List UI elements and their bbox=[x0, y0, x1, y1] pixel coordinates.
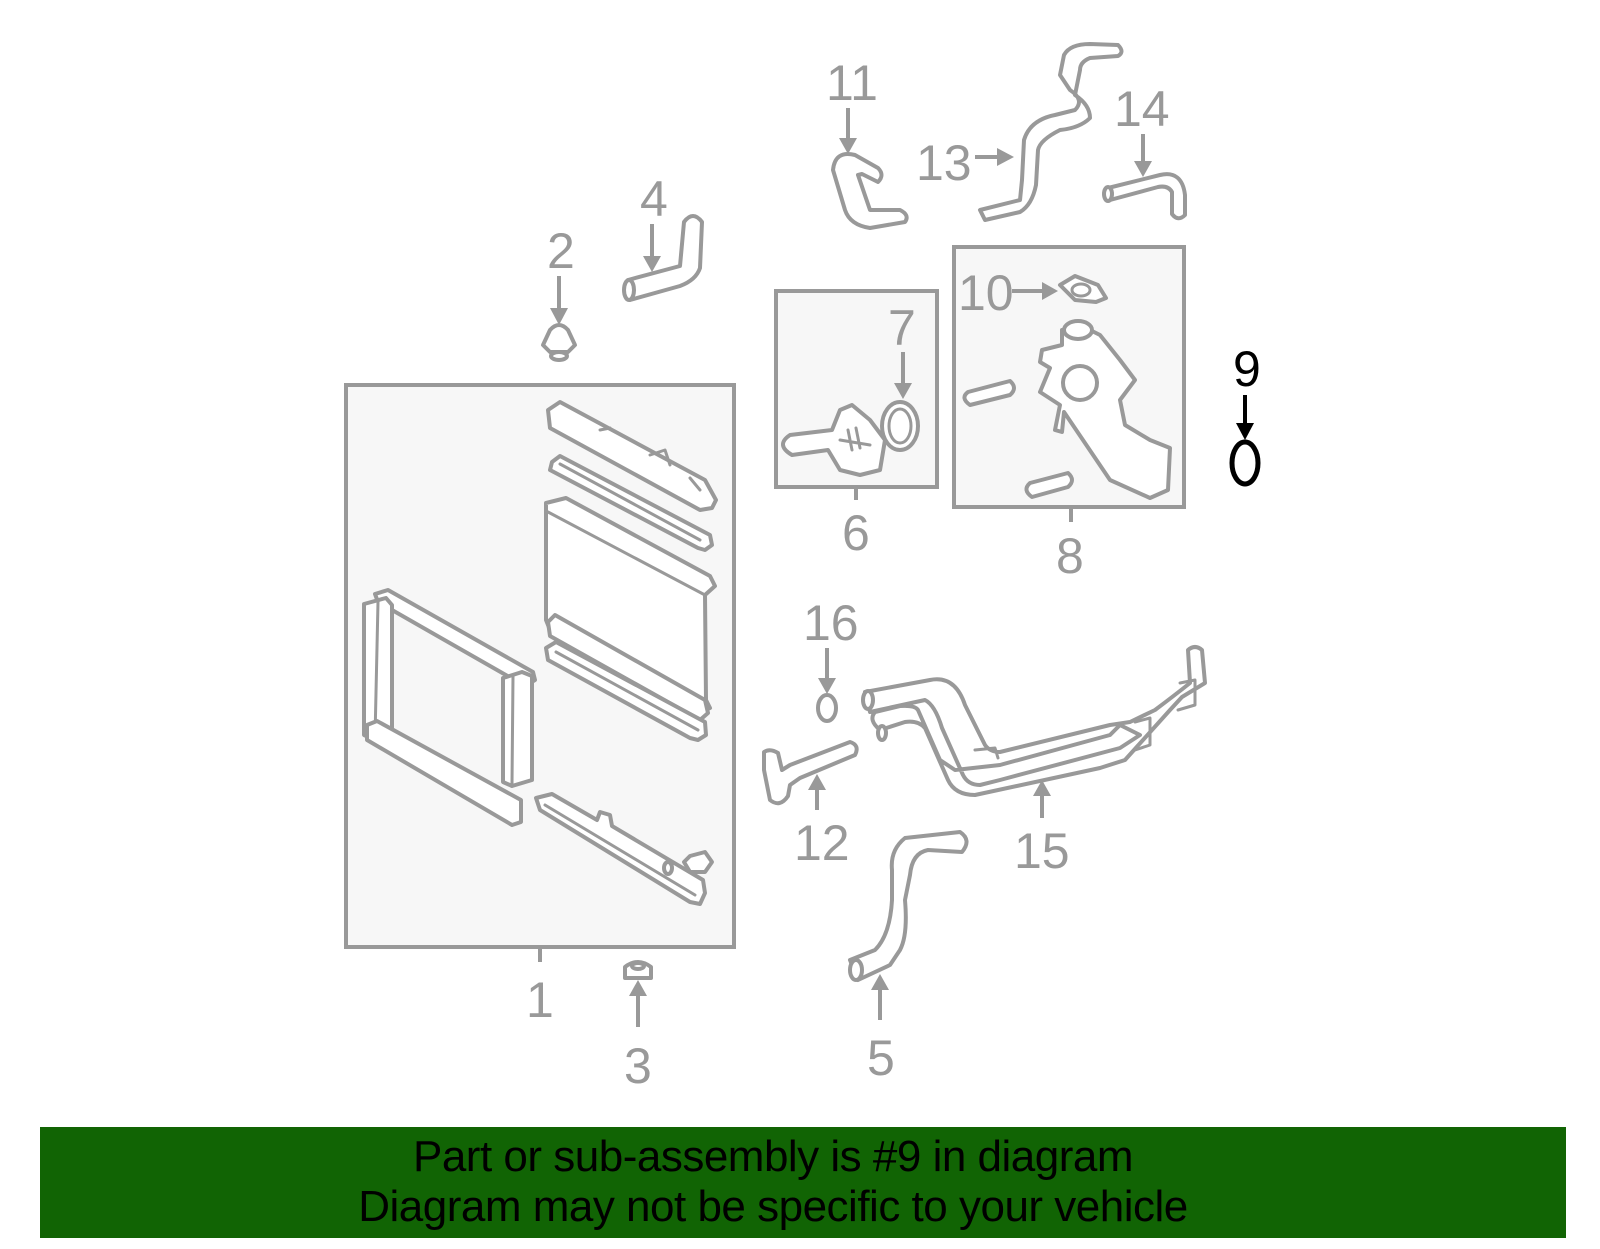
hose-part-4-icon bbox=[626, 214, 704, 302]
callout-12[interactable]: 12 bbox=[794, 774, 850, 871]
clip-part-2-icon bbox=[541, 323, 577, 354]
callout-6[interactable]: 6 bbox=[842, 488, 870, 561]
callout-14[interactable]: 14 bbox=[1114, 81, 1170, 177]
callout-13[interactable]: 13 bbox=[916, 135, 1014, 191]
banner-disclaimer: Diagram may not be specific to your vehi… bbox=[358, 1182, 1188, 1231]
svg-text:7: 7 bbox=[888, 300, 916, 356]
water-outlet-gasket-icon bbox=[1058, 274, 1108, 304]
water-pump-group: 10 bbox=[952, 245, 1186, 509]
callout-4[interactable]: 4 bbox=[640, 171, 668, 272]
svg-text:5: 5 bbox=[867, 1030, 895, 1086]
callout-10[interactable]: 10 bbox=[958, 265, 1058, 321]
svg-text:9: 9 bbox=[1233, 341, 1261, 397]
svg-text:8: 8 bbox=[1056, 528, 1084, 584]
svg-text:6: 6 bbox=[842, 505, 870, 561]
info-banner: Part or sub-assembly is #9 in diagram Di… bbox=[40, 1127, 1566, 1238]
callout-1[interactable]: 1 bbox=[526, 948, 554, 1028]
callout-7[interactable]: 7 bbox=[888, 300, 916, 399]
hose-part-5-icon bbox=[848, 830, 969, 982]
callout-3[interactable]: 3 bbox=[624, 980, 652, 1094]
middle-bracket-icon bbox=[501, 670, 534, 788]
svg-text:15: 15 bbox=[1014, 823, 1070, 879]
stud-icon bbox=[962, 379, 1016, 407]
svg-text:12: 12 bbox=[794, 815, 850, 871]
svg-text:10: 10 bbox=[958, 265, 1014, 321]
callout-5[interactable]: 5 bbox=[867, 974, 895, 1086]
svg-text:14: 14 bbox=[1114, 81, 1170, 137]
lower-support-bar-icon bbox=[365, 719, 523, 827]
thermostat-group: 7 bbox=[774, 289, 939, 489]
callout-8[interactable]: 8 bbox=[1056, 508, 1084, 584]
hose-part-14-icon bbox=[1106, 172, 1187, 221]
svg-text:4: 4 bbox=[640, 171, 668, 227]
radiator-upper-tank-icon bbox=[546, 400, 718, 512]
callout-9[interactable]: 9 bbox=[1233, 341, 1261, 440]
radiator-assembly-group bbox=[344, 383, 736, 949]
radiator-lower-tank-icon bbox=[546, 613, 710, 722]
oring-part-16-icon bbox=[816, 693, 838, 723]
svg-text:3: 3 bbox=[624, 1038, 652, 1094]
svg-text:11: 11 bbox=[826, 55, 878, 111]
callout-16[interactable]: 16 bbox=[803, 595, 859, 694]
callout-15[interactable]: 15 bbox=[1014, 780, 1070, 879]
drain-plug-icon bbox=[682, 850, 714, 874]
oring-small-icon bbox=[662, 860, 674, 876]
callout-2[interactable]: 2 bbox=[547, 223, 575, 325]
hose-part-11-icon bbox=[831, 152, 909, 230]
svg-text:16: 16 bbox=[803, 595, 859, 651]
hose-part-13-icon bbox=[978, 42, 1124, 222]
pipe-part-15-icon bbox=[863, 645, 1207, 797]
banner-part-notice: Part or sub-assembly is #9 in diagram bbox=[412, 1132, 1134, 1181]
svg-text:13: 13 bbox=[916, 135, 972, 191]
svg-text:2: 2 bbox=[547, 223, 575, 279]
pipe-part-12-icon bbox=[762, 740, 859, 806]
thermostat-housing-icon bbox=[781, 403, 887, 477]
callout-11[interactable]: 11 bbox=[826, 55, 878, 154]
oring-part-9-icon[interactable] bbox=[1229, 439, 1261, 487]
stud-icon bbox=[1024, 471, 1074, 499]
svg-text:1: 1 bbox=[526, 972, 554, 1028]
